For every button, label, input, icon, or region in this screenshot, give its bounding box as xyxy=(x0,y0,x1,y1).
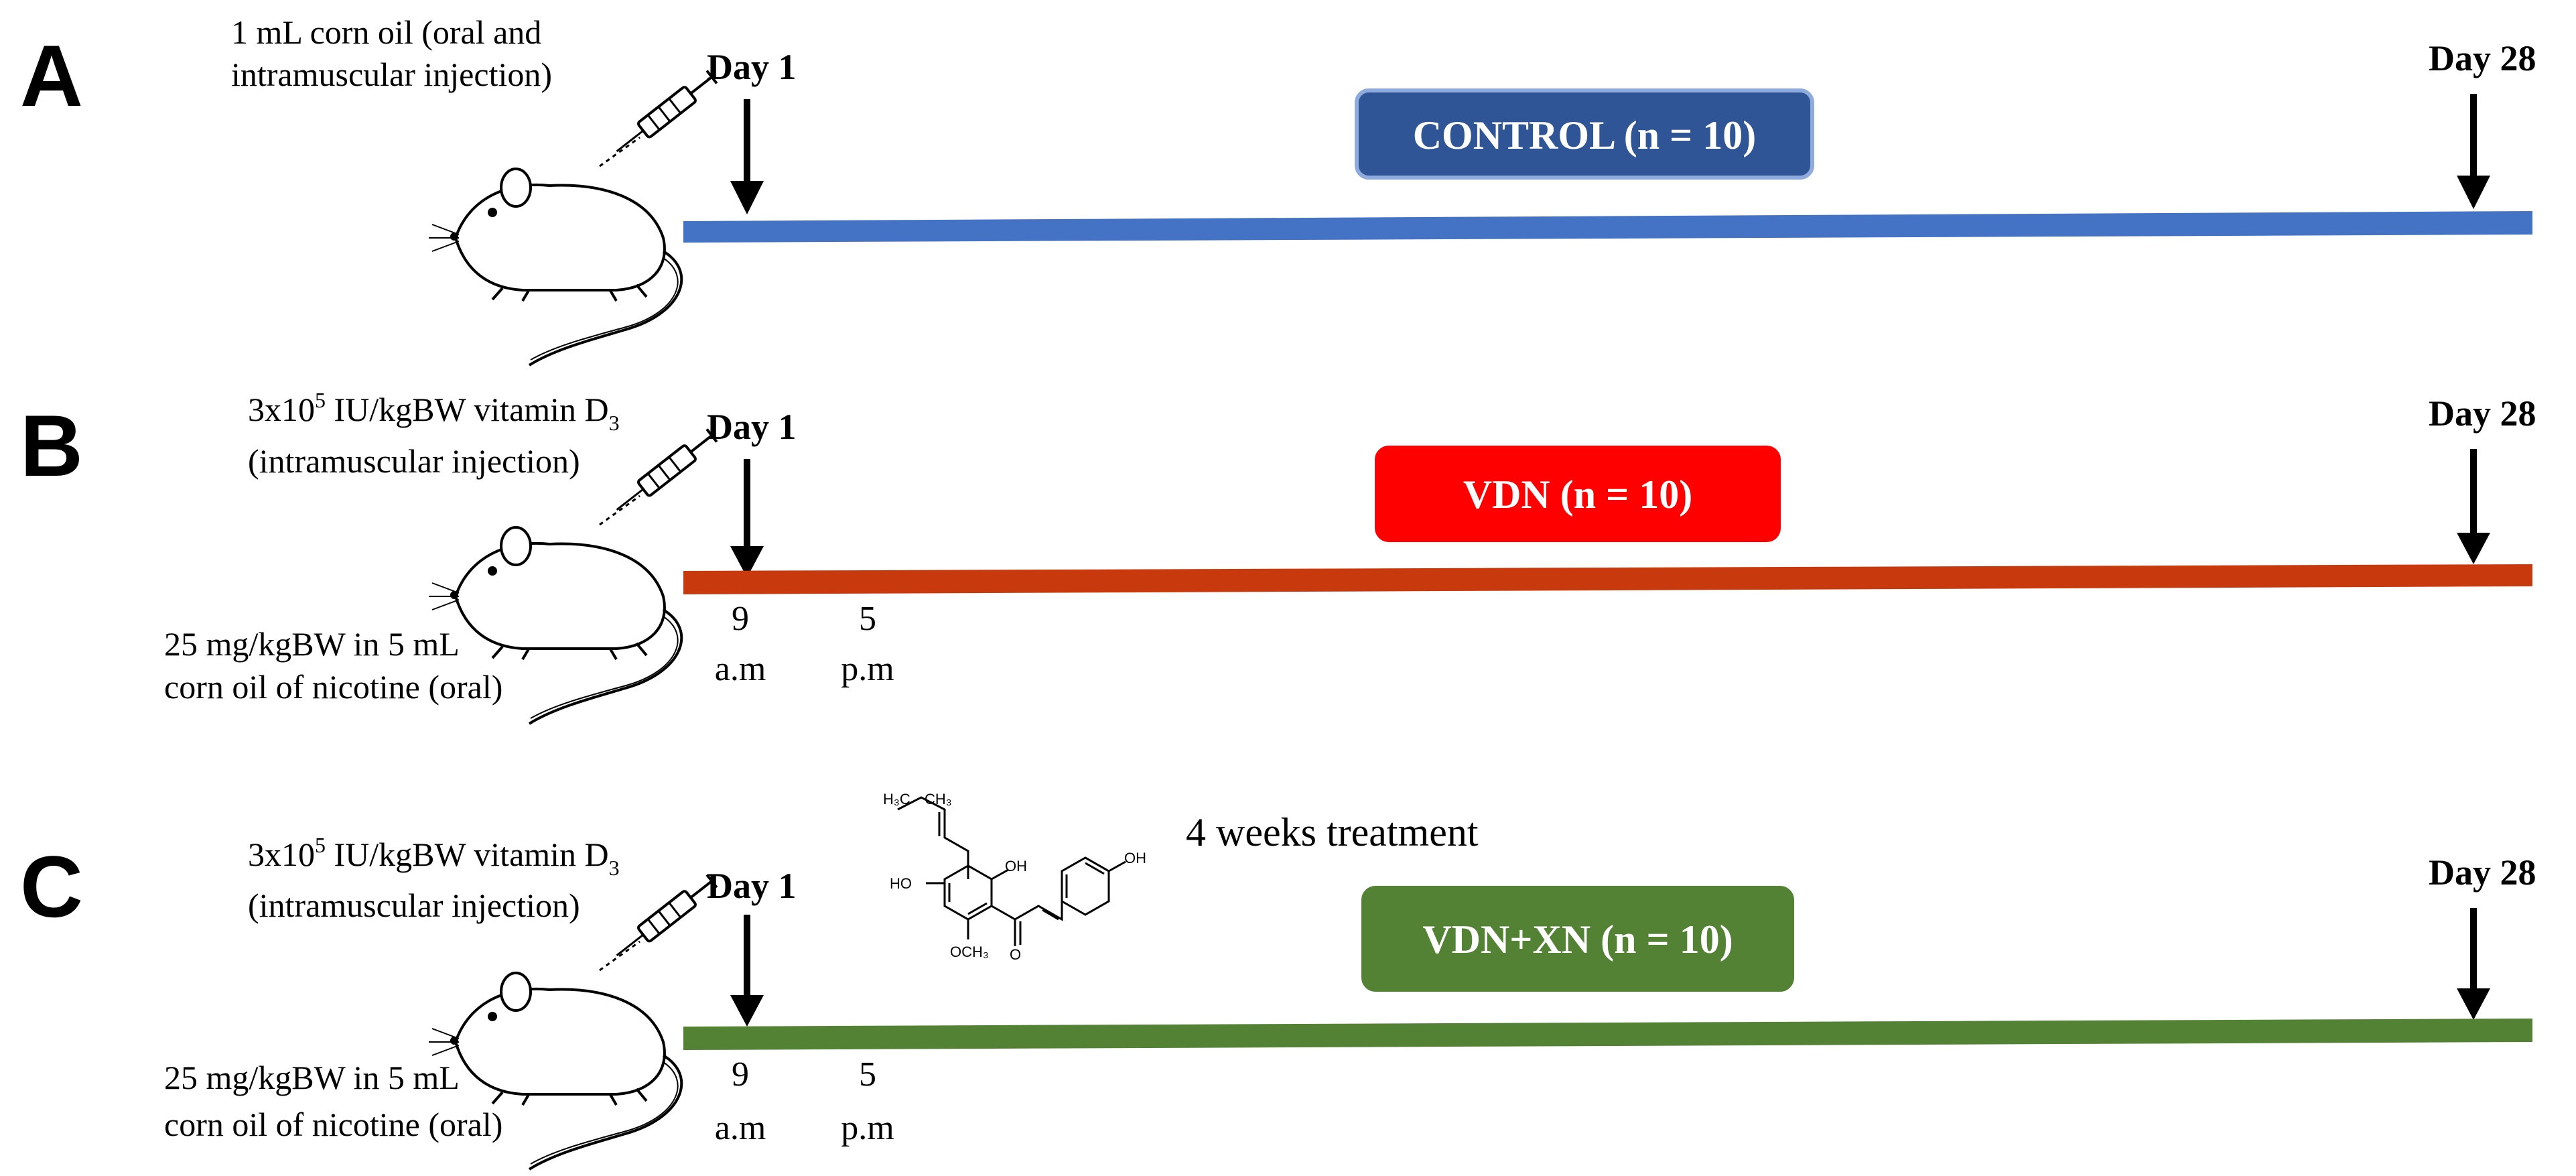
oral-text-line1: 25 mg/kgBW in 5 mL xyxy=(164,1059,460,1096)
panel-letter: A xyxy=(20,27,83,125)
dose-exponent: 5 xyxy=(315,388,326,412)
mouse-icon xyxy=(427,168,683,367)
day-start-label: Day 1 xyxy=(707,47,797,87)
dose-text-line1: 1 mL corn oil (oral and xyxy=(231,13,541,51)
dose-exponent: 5 xyxy=(315,833,326,857)
dose-unit: IU/kgBW vitamin D xyxy=(326,391,609,428)
day-end-arrow xyxy=(2457,449,2490,564)
group-label-box xyxy=(1361,886,1794,992)
chem-label-o: O xyxy=(1010,946,1021,963)
oral-text-line1: 25 mg/kgBW in 5 mL xyxy=(164,625,460,663)
time-evening: 5 xyxy=(859,1055,876,1094)
dose-subscript: 3 xyxy=(609,411,620,435)
syringe-icon xyxy=(609,872,720,964)
dose-text-line2: (intramuscular injection) xyxy=(248,887,580,924)
period-morning: a.m xyxy=(715,1109,766,1147)
group-label-box xyxy=(1355,88,1814,180)
chem-label-och3: OCH₃ xyxy=(950,943,989,960)
time-morning: 9 xyxy=(732,1055,749,1094)
time-evening: 5 xyxy=(859,600,876,638)
panel-c: C 3x105 IU/kgBW vitamin D3 (intramuscula… xyxy=(20,791,2536,1171)
timeline-bar xyxy=(683,1019,2532,1050)
day-start-arrow xyxy=(730,99,764,214)
day-start-label: Day 1 xyxy=(707,866,797,906)
dose-text-line1: 3x105 IU/kgBW vitamin D3 xyxy=(248,388,620,435)
dose-base: 3x10 xyxy=(248,836,315,873)
day-end-label: Day 28 xyxy=(2429,852,2536,893)
period-evening: p.m xyxy=(841,1109,894,1147)
oral-text-line2: corn oil of nicotine (oral) xyxy=(164,668,502,706)
chem-label-oh: OH xyxy=(1005,858,1027,874)
dose-text-line2: (intramuscular injection) xyxy=(248,442,580,480)
panel-letter: C xyxy=(20,838,83,935)
chem-label-ho: HO xyxy=(890,875,912,892)
day-end-arrow xyxy=(2457,908,2490,1020)
dose-base: 3x10 xyxy=(248,391,315,428)
panel-b: B 3x105 IU/kgBW vitamin D3 (intramuscula… xyxy=(20,388,2536,725)
dose-subscript: 3 xyxy=(609,856,620,880)
day-start-arrow xyxy=(730,459,764,578)
chem-label-h3c: H₃C xyxy=(883,791,910,807)
panel-a: A 1 mL corn oil (oral and intramuscular … xyxy=(20,13,2536,367)
day-end-arrow xyxy=(2457,94,2490,209)
group-label: CONTROL (n = 10) xyxy=(1413,113,1757,157)
group-label: VDN (n = 10) xyxy=(1463,472,1693,517)
dose-text-line2: intramuscular injection) xyxy=(231,56,552,93)
period-morning: a.m xyxy=(715,650,766,688)
syringe-icon xyxy=(609,426,720,519)
treatment-duration: 4 weeks treatment xyxy=(1186,810,1479,854)
xanthohumol-structure xyxy=(897,796,1126,946)
group-label: VDN+XN (n = 10) xyxy=(1422,917,1733,962)
day-end-label: Day 28 xyxy=(2429,393,2536,434)
timeline-bar xyxy=(683,564,2532,594)
syringe-icon xyxy=(609,68,720,160)
chem-label-oh-2: OH xyxy=(1124,850,1146,866)
day-start-label: Day 1 xyxy=(707,407,797,447)
chem-label-ch3: CH₃ xyxy=(925,791,952,807)
dose-text-line1: 3x105 IU/kgBW vitamin D3 xyxy=(248,833,620,880)
day-end-label: Day 28 xyxy=(2429,38,2536,78)
period-evening: p.m xyxy=(841,650,894,688)
time-morning: 9 xyxy=(732,600,749,638)
group-label-box xyxy=(1375,446,1781,542)
oral-text-line2: corn oil of nicotine (oral) xyxy=(164,1106,502,1143)
timeline-bar xyxy=(683,211,2532,243)
panel-letter: B xyxy=(20,397,83,495)
day-start-arrow xyxy=(730,915,764,1027)
dose-unit: IU/kgBW vitamin D xyxy=(326,836,609,873)
